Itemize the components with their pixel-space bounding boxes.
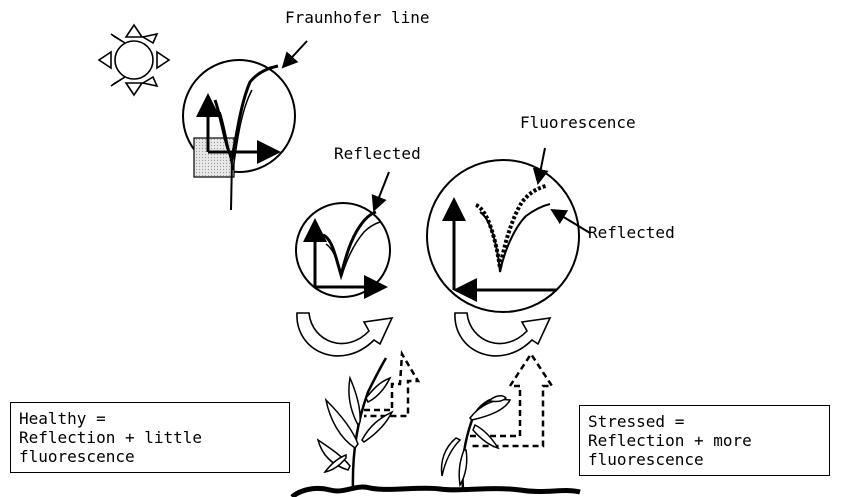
healthy-plant <box>318 358 392 490</box>
curved-arrow-stressed <box>455 313 550 356</box>
reflected-small-arrow <box>374 172 389 210</box>
stressed-spectrum-circle <box>427 160 579 312</box>
stressed-line-1: Stressed = <box>588 412 821 431</box>
sun-icon <box>99 25 169 95</box>
stressed-line-3: fluorescence <box>588 450 821 469</box>
healthy-text-box: Healthy = Reflection + little fluorescen… <box>10 402 290 473</box>
healthy-line-2: Reflection + little <box>19 428 281 447</box>
stressed-text-box: Stressed = Reflection + more fluorescenc… <box>579 405 830 476</box>
fraunhofer-arrow <box>283 41 307 67</box>
healthy-line-3: fluorescence <box>19 447 281 466</box>
fluorescence-label: Fluorescence <box>520 113 636 132</box>
solar-spectrum-circle <box>183 60 295 210</box>
reflected-small-label: Reflected <box>334 144 421 163</box>
fraunhofer-line-label: Fraunhofer line <box>285 8 430 27</box>
ground <box>292 487 580 497</box>
curved-arrow-healthy <box>297 313 392 356</box>
healthy-line-1: Healthy = <box>19 409 281 428</box>
stressed-plant <box>442 396 510 490</box>
stressed-line-2: Reflection + more <box>588 431 821 450</box>
reflected-large-label: Reflected <box>588 223 675 242</box>
healthy-spectrum-circle <box>296 203 390 297</box>
